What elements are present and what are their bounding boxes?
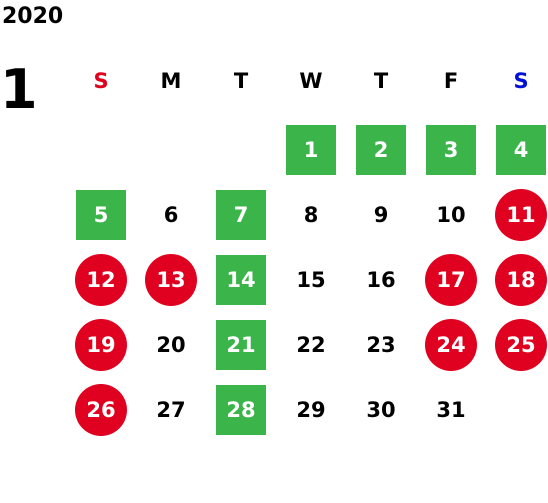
weekday-label: W <box>299 69 323 93</box>
day-number-green-marker: 4 <box>496 125 546 175</box>
day-number: 15 <box>296 268 326 292</box>
calendar-year: 2020 <box>2 4 64 29</box>
day-number: 9 <box>373 203 389 227</box>
day-number: 22 <box>296 333 326 357</box>
day-cell[interactable]: 15 <box>281 250 341 310</box>
day-cell[interactable]: 24 <box>421 315 481 375</box>
calendar-month: 1 <box>0 58 38 121</box>
day-cell[interactable]: 11 <box>491 185 548 245</box>
day-number: 30 <box>366 398 396 422</box>
day-cell[interactable]: 20 <box>141 315 201 375</box>
day-number-red-marker: 25 <box>495 319 547 371</box>
day-number: 8 <box>303 203 319 227</box>
day-number-red-marker: 13 <box>145 254 197 306</box>
day-cell[interactable]: 12 <box>71 250 131 310</box>
day-cell[interactable]: 5 <box>71 185 131 245</box>
day-cell[interactable]: 13 <box>141 250 201 310</box>
day-cell[interactable]: 8 <box>281 185 341 245</box>
day-number-red-marker: 11 <box>495 189 547 241</box>
day-number-green-marker: 14 <box>216 255 266 305</box>
day-cell[interactable]: 1 <box>281 120 341 180</box>
weekday-label: S <box>513 69 529 93</box>
day-number-green-marker: 2 <box>356 125 406 175</box>
day-cell[interactable]: 25 <box>491 315 548 375</box>
day-cell[interactable]: 2 <box>351 120 411 180</box>
day-number-red-marker: 17 <box>425 254 477 306</box>
weekday-label: S <box>93 69 109 93</box>
day-number-green-marker: 21 <box>216 320 266 370</box>
day-cell[interactable]: 27 <box>141 380 201 440</box>
weekday-label: T <box>233 69 249 93</box>
day-cell[interactable]: 17 <box>421 250 481 310</box>
day-number: 31 <box>436 398 466 422</box>
day-number-green-marker: 3 <box>426 125 476 175</box>
day-number-red-marker: 19 <box>75 319 127 371</box>
day-cell[interactable]: 4 <box>491 120 548 180</box>
day-cell[interactable]: 6 <box>141 185 201 245</box>
day-number-red-marker: 24 <box>425 319 477 371</box>
day-cell[interactable]: 19 <box>71 315 131 375</box>
day-cell[interactable]: 16 <box>351 250 411 310</box>
day-number: 10 <box>436 203 466 227</box>
day-number: 6 <box>163 203 179 227</box>
day-cell[interactable]: 26 <box>71 380 131 440</box>
day-cell[interactable]: 23 <box>351 315 411 375</box>
day-cell[interactable]: 22 <box>281 315 341 375</box>
day-cell[interactable]: 18 <box>491 250 548 310</box>
day-cell[interactable]: 14 <box>211 250 271 310</box>
day-number-green-marker: 7 <box>216 190 266 240</box>
day-number: 20 <box>156 333 186 357</box>
day-number-red-marker: 12 <box>75 254 127 306</box>
day-number-green-marker: 1 <box>286 125 336 175</box>
day-cell[interactable]: 7 <box>211 185 271 245</box>
day-number-green-marker: 5 <box>76 190 126 240</box>
day-cell[interactable]: 28 <box>211 380 271 440</box>
weekday-label: F <box>443 69 459 93</box>
day-number: 16 <box>366 268 396 292</box>
day-number: 29 <box>296 398 326 422</box>
day-cell[interactable]: 29 <box>281 380 341 440</box>
day-number: 23 <box>366 333 396 357</box>
weekday-label: M <box>160 69 182 93</box>
day-cell[interactable]: 21 <box>211 315 271 375</box>
day-cell[interactable]: 31 <box>421 380 481 440</box>
day-number-red-marker: 18 <box>495 254 547 306</box>
day-cell[interactable]: 9 <box>351 185 411 245</box>
day-number: 27 <box>156 398 186 422</box>
day-cell[interactable]: 10 <box>421 185 481 245</box>
day-number-red-marker: 26 <box>75 384 127 436</box>
day-cell[interactable]: 30 <box>351 380 411 440</box>
weekday-label: T <box>373 69 389 93</box>
day-number-green-marker: 28 <box>216 385 266 435</box>
day-cell[interactable]: 3 <box>421 120 481 180</box>
